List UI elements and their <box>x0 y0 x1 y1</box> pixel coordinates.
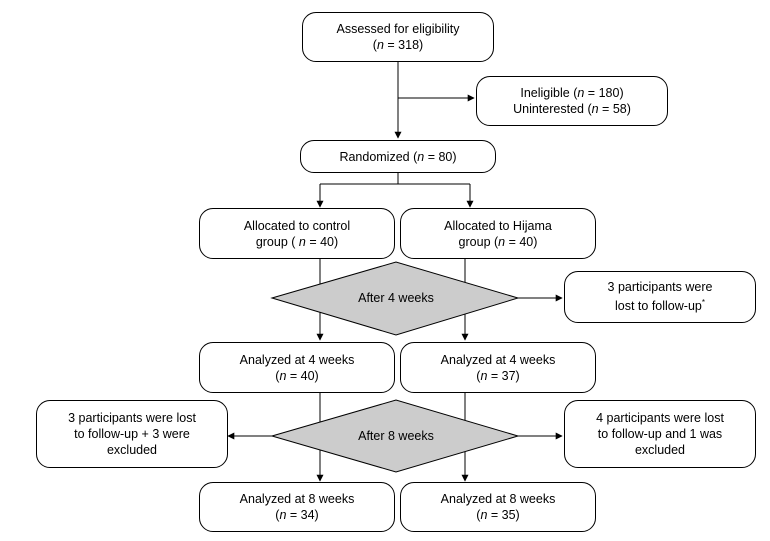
uninterested-text: Uninterested (n = 58) <box>513 102 631 116</box>
excluded-box: Ineligible (n = 180) Uninterested (n = 5… <box>476 76 668 126</box>
lost-8-weeks-hijama-box: 4 participants were lost to follow-up an… <box>564 400 756 468</box>
ineligible-text: Ineligible (n = 180) <box>520 86 624 100</box>
lost-8-hijama-line2: to follow-up and 1 was <box>597 427 723 441</box>
lost-8-weeks-control-box: 3 participants were lost to follow-up + … <box>36 400 228 468</box>
hijama-8-weeks-box: Analyzed at 8 weeks (n = 35) <box>400 482 596 532</box>
control-8-weeks-n: (n = 34) <box>275 508 319 522</box>
decision-after-8-weeks <box>270 399 520 473</box>
control-4-weeks-text: Analyzed at 4 weeks <box>239 352 355 367</box>
lost-8-hijama-line1: 4 participants were lost <box>596 411 724 425</box>
control-4-weeks-box: Analyzed at 4 weeks (n = 40) <box>199 342 395 393</box>
randomized-box: Randomized (n = 80) <box>300 140 496 173</box>
control-8-weeks-text: Analyzed at 8 weeks <box>239 492 355 506</box>
decision-after-4-weeks <box>270 261 520 336</box>
hijama-4-weeks-text: Analyzed at 4 weeks <box>440 352 556 367</box>
assessed-box: Assessed for eligibility (n = 318) <box>302 12 494 62</box>
control-allocation-line1: Allocated to control <box>243 218 351 233</box>
lost-4-weeks-box: 3 participants were lost to follow-up* <box>564 271 756 323</box>
lost-8-hijama-line3: excluded <box>634 443 686 457</box>
hijama-4-weeks-box: Analyzed at 4 weeks (n = 37) <box>400 342 596 393</box>
randomized-text: Randomized (n = 80) <box>339 149 457 164</box>
after-4-weeks-label: After 4 weeks <box>358 291 434 305</box>
control-4-weeks-n: (n = 40) <box>275 368 319 383</box>
after-8-weeks-label: After 8 weeks <box>358 429 434 443</box>
assessed-n: (n = 318) <box>372 38 424 52</box>
lost-8-control-line3: excluded <box>106 443 158 457</box>
control-allocation-line2: group ( n = 40) <box>255 234 339 249</box>
hijama-8-weeks-n: (n = 35) <box>476 508 520 522</box>
hijama-allocation-line2: group (n = 40) <box>458 234 538 249</box>
lost-4-weeks-line2: lost to follow-up* <box>615 298 705 314</box>
control-8-weeks-box: Analyzed at 8 weeks (n = 34) <box>199 482 395 532</box>
lost-4-weeks-line1: 3 participants were <box>607 280 713 295</box>
hijama-4-weeks-n: (n = 37) <box>476 368 520 383</box>
assessed-text: Assessed for eligibility <box>336 22 460 36</box>
hijama-allocation-line1: Allocated to Hijama <box>444 218 552 233</box>
lost-8-control-line2: to follow-up + 3 were <box>74 427 190 441</box>
lost-8-control-line1: 3 participants were lost <box>68 411 196 425</box>
control-allocation-box: Allocated to control group ( n = 40) <box>199 208 395 259</box>
hijama-8-weeks-text: Analyzed at 8 weeks <box>440 492 556 506</box>
hijama-allocation-box: Allocated to Hijama group (n = 40) <box>400 208 596 259</box>
